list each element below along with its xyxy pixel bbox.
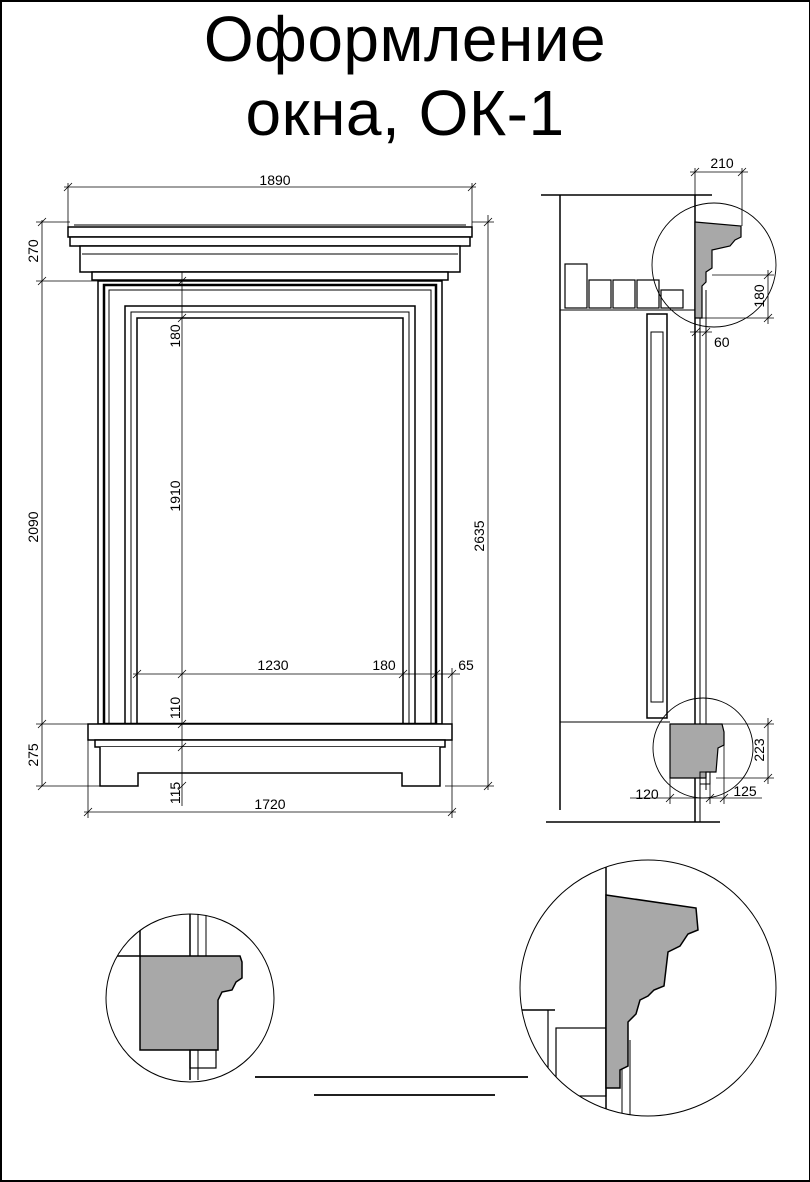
dim-sill-block-height: 275 <box>25 743 41 767</box>
dim-overall-height: 2635 <box>471 520 487 551</box>
dim-base-height: 115 <box>167 782 183 805</box>
detail-sill-enlarged <box>105 913 275 1083</box>
dim-frieze-depth: 180 <box>167 324 183 348</box>
dim-sill-profile-height: 223 <box>751 738 767 762</box>
leader-lines <box>255 1076 528 1096</box>
dim-base-width: 1720 <box>254 796 285 812</box>
side-dimension-labels: 210 180 60 223 120 125 <box>635 155 767 802</box>
side-dimensions <box>630 167 774 804</box>
dim-sill-height: 110 <box>167 697 183 720</box>
window-sill <box>87 723 453 787</box>
dim-cornice-profile-height: 180 <box>751 284 767 308</box>
front-dimension-labels: 1890 270 2090 275 2635 180 1910 110 115 … <box>25 172 487 812</box>
dim-cornice-projection: 210 <box>710 155 734 171</box>
dim-cornice-height: 270 <box>25 239 41 263</box>
dim-opening-width: 1230 <box>257 657 288 673</box>
drawing-title-line-2: окна, ОК-1 <box>245 77 565 149</box>
dim-sill-projection: 125 <box>733 783 757 799</box>
front-view <box>67 224 473 787</box>
dim-casing-offset: 65 <box>458 657 474 673</box>
dim-overall-width: 1890 <box>259 172 290 188</box>
dim-casing-width: 180 <box>372 657 396 673</box>
drawing-title-line-1: Оформление <box>203 3 607 75</box>
dim-sill-depth: 120 <box>635 786 659 802</box>
cornice <box>67 224 473 281</box>
dim-casing-projection: 60 <box>714 334 730 350</box>
front-dimensions <box>36 182 494 818</box>
side-view <box>541 194 777 823</box>
dim-opening-height: 1910 <box>167 480 183 511</box>
dim-frame-height: 2090 <box>25 511 41 542</box>
detail-cornice-enlarged <box>519 859 777 1117</box>
